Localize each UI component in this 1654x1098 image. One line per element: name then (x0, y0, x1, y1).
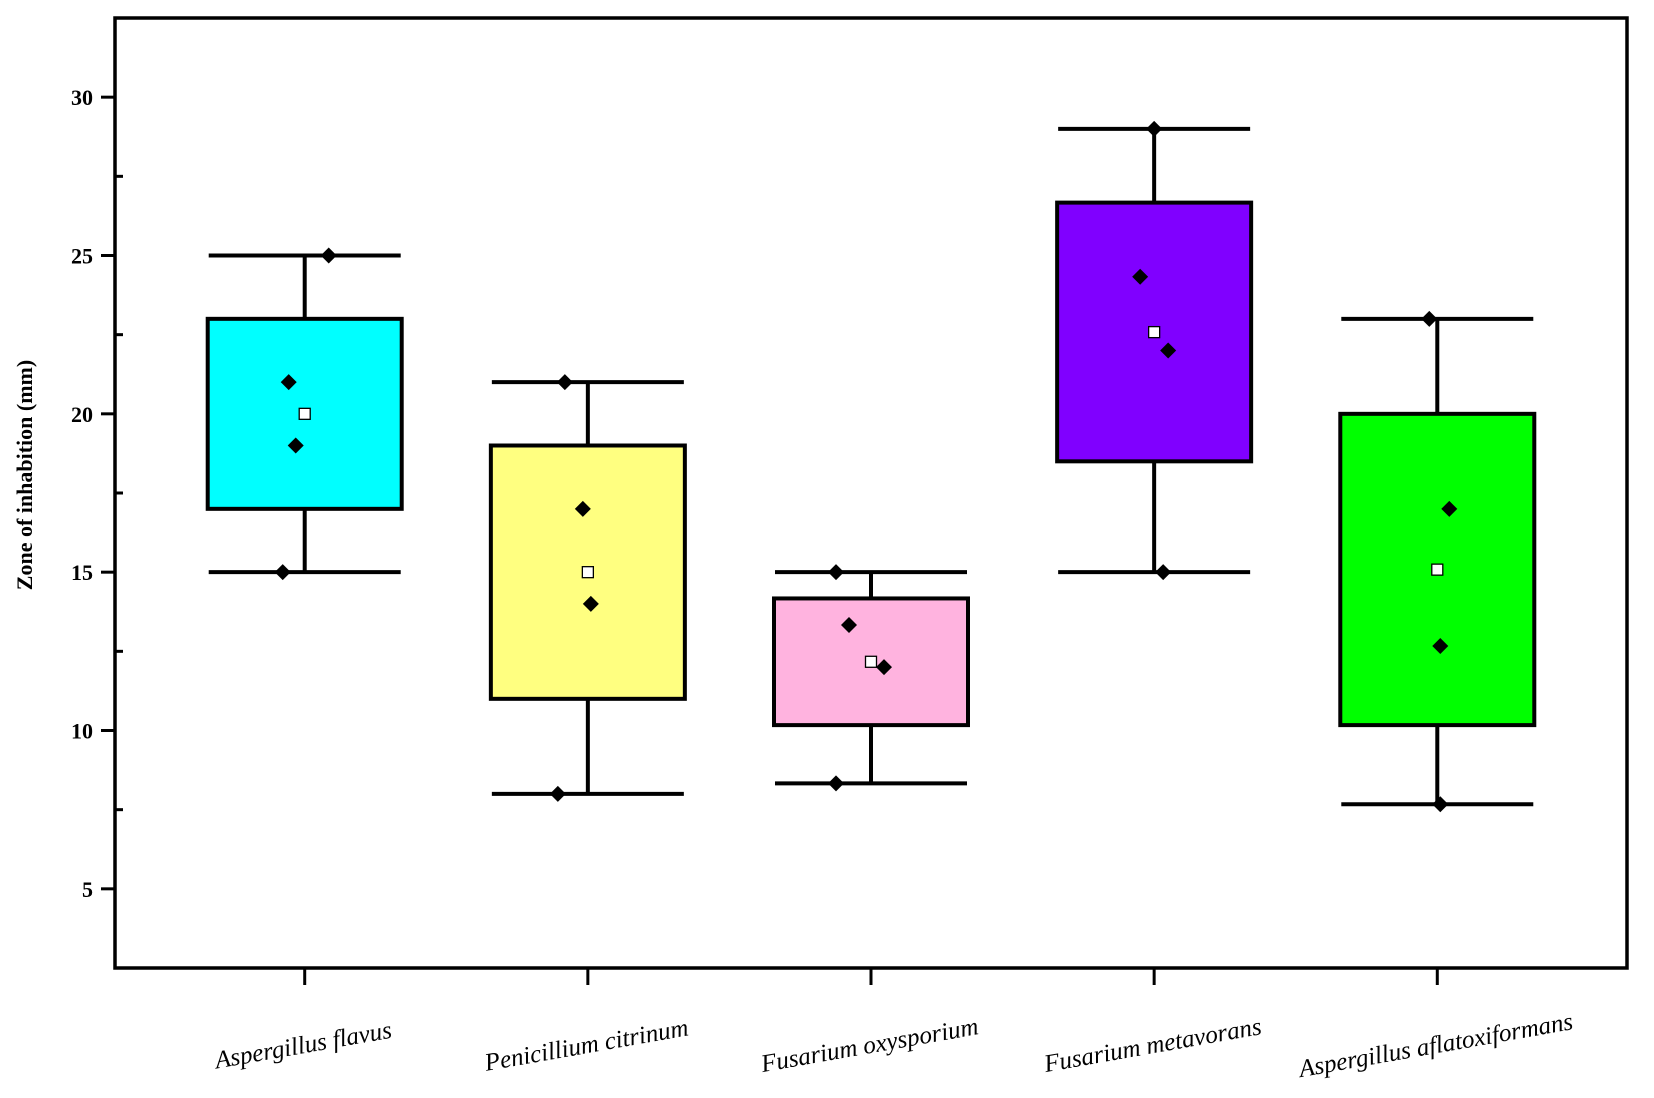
y-axis-label: Zone of inhabition (mm) (12, 360, 37, 590)
y-tick-label: 15 (71, 560, 93, 585)
box-group (205, 247, 404, 581)
data-point (549, 785, 566, 802)
data-point (1432, 637, 1449, 654)
data-point (556, 374, 573, 391)
mean-marker (1431, 563, 1444, 576)
x-tick-label: Aspergillus flavus (211, 1017, 394, 1075)
y-tick-label: 30 (71, 85, 93, 110)
x-tick-label: Aspergillus aflatoxiformans (1295, 1008, 1575, 1083)
data-point (828, 775, 844, 792)
x-tick-label: Fusarium oxysporium (758, 1013, 980, 1078)
data-point (574, 500, 591, 517)
data-point (1146, 120, 1163, 137)
data-point (876, 659, 892, 676)
y-tick-label: 10 (71, 719, 93, 744)
data-point (841, 617, 857, 634)
boxes (205, 120, 1537, 813)
data-point (1132, 268, 1149, 285)
box-group (772, 564, 970, 792)
mean-marker (298, 407, 311, 420)
data-point (1432, 796, 1449, 813)
y-tick-label: 5 (82, 877, 93, 902)
box-group (1055, 120, 1254, 581)
data-point (1160, 342, 1177, 359)
mean-marker (1147, 325, 1161, 339)
data-point (287, 437, 304, 454)
mean-marker (864, 655, 878, 668)
data-point (1441, 500, 1458, 517)
box-group (488, 374, 687, 802)
x-tick-label: Fusarium metavorans (1041, 1013, 1263, 1078)
mean-marker (581, 566, 595, 579)
data-point (1155, 564, 1172, 581)
y-tick-label: 25 (71, 244, 93, 269)
data-point (280, 374, 297, 391)
data-point (828, 564, 844, 581)
box-group (1338, 310, 1537, 813)
data-point (320, 247, 337, 264)
x-tick-label: Penicillium citrinum (482, 1014, 691, 1077)
data-point (1421, 310, 1438, 327)
data-point (274, 564, 291, 581)
y-tick-label: 20 (71, 402, 93, 427)
data-point (582, 595, 599, 612)
